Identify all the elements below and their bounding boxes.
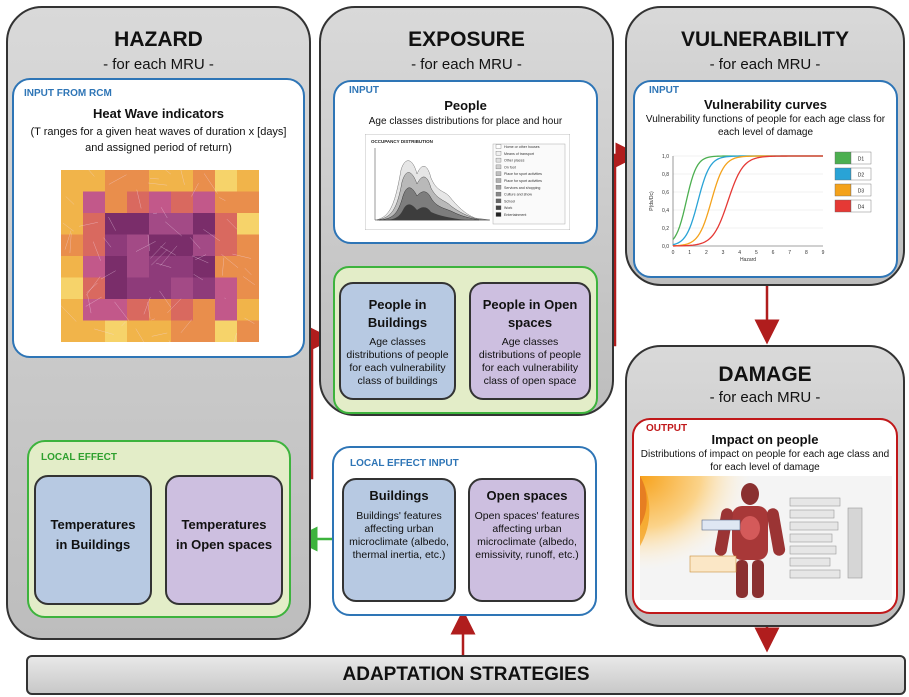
- occupancy-legend-label: Other places: [504, 159, 525, 163]
- occupancy-legend-swatch: [495, 144, 502, 149]
- legend-swatch-d2: [834, 167, 852, 181]
- vulnerability-subtitle: - for each MRU -: [709, 56, 821, 73]
- heat-wave-input-box: INPUT FROM RCM Heat Wave indicators (T r…: [12, 78, 305, 358]
- occupancy-legend-swatch: [495, 185, 502, 190]
- legend-box-d4: [850, 199, 872, 213]
- people-in-buildings: People in Buildings Age classes distribu…: [339, 282, 456, 400]
- impact-title: Impact on people: [711, 432, 819, 447]
- adaptation-strategies-bar: ADAPTATION STRATEGIES: [26, 655, 906, 695]
- occupancy-legend-swatch: [495, 205, 502, 210]
- hazard-title: HAZARD: [114, 28, 203, 51]
- y-tick-label: 1,0: [662, 154, 669, 160]
- legend-label-d1: D1: [858, 157, 865, 163]
- vulnerability-chart-background: [643, 146, 829, 270]
- x-tick-label: 3: [722, 250, 725, 256]
- temperatures-in-buildings: Temperatures in Buildings: [34, 475, 152, 605]
- y-tick-label: 0,0: [662, 244, 669, 250]
- heat-wave-text: (T ranges for a given heat waves of dura…: [30, 126, 287, 154]
- occupancy-legend-swatch: [495, 198, 502, 204]
- occupancy-chart: OCCUPANCY DISTRIBUTION Home or other hou…: [365, 134, 570, 230]
- impact-output-box: OUTPUT Impact on people Distributions of…: [632, 418, 898, 614]
- series-line-d4: [672, 155, 823, 247]
- legend-swatch-d1: [834, 151, 852, 165]
- x-tick-label: 7: [788, 250, 791, 256]
- occupancy-legend-label: Means of transport: [504, 152, 534, 156]
- damage-title: DAMAGE: [718, 363, 812, 386]
- temperatures-in-open-spaces: Temperatures in Open spaces: [165, 475, 283, 605]
- legend-box-d2: [850, 167, 872, 181]
- local-effect-box: LOCAL EFFECT Temperatures in Buildings T…: [27, 440, 291, 618]
- local-effect-input-box: LOCAL EFFECT INPUT Buildings Buildings' …: [332, 446, 597, 616]
- lei-open-spaces: Open spaces Open spaces' features affect…: [468, 478, 586, 602]
- occupancy-legend-label: Home or other houses: [504, 145, 540, 149]
- occupancy-legend-swatch: [495, 164, 502, 170]
- people-text: Age classes distributions for place and …: [368, 116, 563, 127]
- occupancy-legend-swatch: [495, 178, 502, 183]
- legend-label-d4: D4: [858, 205, 865, 211]
- y-tick-label: 0,6: [662, 190, 669, 196]
- legend-box-d3: [850, 183, 872, 197]
- heat-wave-map: [61, 170, 259, 342]
- occupancy-legend-label: School: [504, 199, 515, 203]
- vulnerability-title: VULNERABILITY: [681, 28, 849, 51]
- occupancy-legend-label: Place for sport activities: [504, 172, 542, 176]
- human-impact-illustration: [640, 476, 892, 600]
- vulnerability-curves-text: Vulnerability functions of people for ea…: [645, 114, 886, 138]
- occupancy-legend-swatch: [495, 191, 502, 197]
- hazard-subtitle: - for each MRU -: [103, 56, 214, 73]
- exposure-title: EXPOSURE: [408, 28, 525, 51]
- x-tick-label: 8: [805, 250, 808, 256]
- occupancy-legend-swatch: [495, 212, 502, 217]
- occupancy-legend-label: Work: [504, 206, 513, 210]
- x-tick-label: 0: [672, 250, 675, 256]
- heat-wave-title: Heat Wave indicators: [92, 106, 224, 121]
- x-tick-label: 1: [688, 250, 691, 256]
- local-effect-input-tag: LOCAL EFFECT INPUT: [350, 458, 459, 469]
- exposure-subtitle: - for each MRU -: [411, 56, 522, 73]
- occupancy-legend-swatch: [495, 157, 502, 163]
- legend-label-d3: D3: [858, 189, 865, 195]
- occupancy-chart-title: OCCUPANCY DISTRIBUTION: [371, 139, 433, 144]
- occupancy-legend-label: Culture and show: [504, 193, 532, 197]
- output-tag: OUTPUT: [646, 423, 688, 434]
- legend-swatch-d4: [834, 199, 852, 213]
- occupancy-legend-label: Entertainment: [504, 213, 526, 217]
- people-in-open-spaces: People in Open spaces Age classes distri…: [469, 282, 591, 400]
- occupancy-legend-label: Place for sport activities: [504, 179, 542, 183]
- people-title: People: [444, 98, 487, 113]
- damage-subtitle: - for each MRU -: [709, 389, 821, 406]
- y-tick-label: 0,8: [662, 172, 669, 178]
- x-tick-label: 2: [705, 250, 708, 256]
- occupancy-legend-swatch: [495, 151, 502, 156]
- people-input-box: INPUT People Age classes distributions f…: [333, 80, 598, 244]
- local-effect-tag: LOCAL EFFECT: [41, 452, 117, 463]
- exposure-input-tag: INPUT: [349, 85, 379, 96]
- vulnerability-input-tag: INPUT: [649, 85, 679, 96]
- impact-text: Distributions of impact on people for ea…: [640, 449, 890, 473]
- occupancy-legend-swatch: [495, 171, 502, 176]
- legend-swatch-d3: [834, 183, 852, 197]
- x-tick-label: 4: [738, 250, 741, 256]
- x-tick-label: 5: [755, 250, 758, 256]
- legend-label-d2: D2: [858, 173, 865, 179]
- adaptation-strategies-label: ADAPTATION STRATEGIES: [342, 664, 590, 685]
- x-tick-label: 9: [822, 250, 825, 256]
- y-axis-label: P(ds/Dc): [649, 191, 655, 211]
- input-from-rcm-tag: INPUT FROM RCM: [24, 88, 112, 99]
- legend-box-d1: [850, 151, 872, 165]
- y-tick-label: 0,2: [662, 226, 669, 232]
- x-axis-label: Hazard: [740, 257, 756, 263]
- occupancy-legend-label: On foot: [504, 165, 516, 169]
- vulnerability-curves-title: Vulnerability curves: [703, 97, 828, 112]
- people-spaces-box: People in Buildings Age classes distribu…: [333, 266, 598, 414]
- x-tick-label: 6: [772, 250, 775, 256]
- vulnerability-input-box: INPUT Vulnerability curves Vulnerability…: [633, 80, 898, 278]
- lei-buildings: Buildings Buildings' features affecting …: [342, 478, 456, 602]
- y-tick-label: 0,4: [662, 208, 669, 214]
- occupancy-legend-label: Services and shopping: [504, 186, 540, 190]
